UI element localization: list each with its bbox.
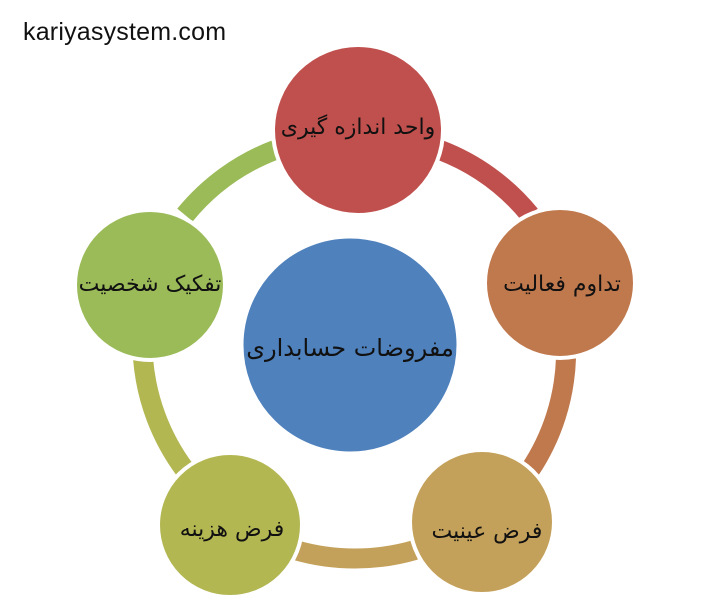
site-watermark: kariyasystem.com xyxy=(23,18,227,46)
node-label-measurement-unit: واحد اندازه گیری xyxy=(280,115,436,140)
node-circle-measurement-unit xyxy=(271,43,445,217)
node-label-entity: تفکیک شخصیت xyxy=(78,272,222,297)
connector-arc-1 xyxy=(436,140,538,222)
connector-arc-4 xyxy=(133,357,194,476)
node-label-going-concern: تداوم فعالیت xyxy=(503,272,621,297)
node-circle-entity xyxy=(73,208,227,362)
node-circle-cost xyxy=(156,451,304,599)
node-label-cost: فرض هزینه xyxy=(179,517,285,542)
node-label-objectivity: فرض عینیت xyxy=(431,519,543,544)
node-circle-objectivity xyxy=(408,448,556,596)
node-circle-going-concern xyxy=(483,206,637,360)
center-circle xyxy=(240,235,460,455)
connector-arc-5 xyxy=(177,140,279,222)
connector-arc-2 xyxy=(521,357,576,476)
center-label: مفروضات حسابداری xyxy=(246,334,454,362)
connector-arc-3 xyxy=(292,540,418,569)
